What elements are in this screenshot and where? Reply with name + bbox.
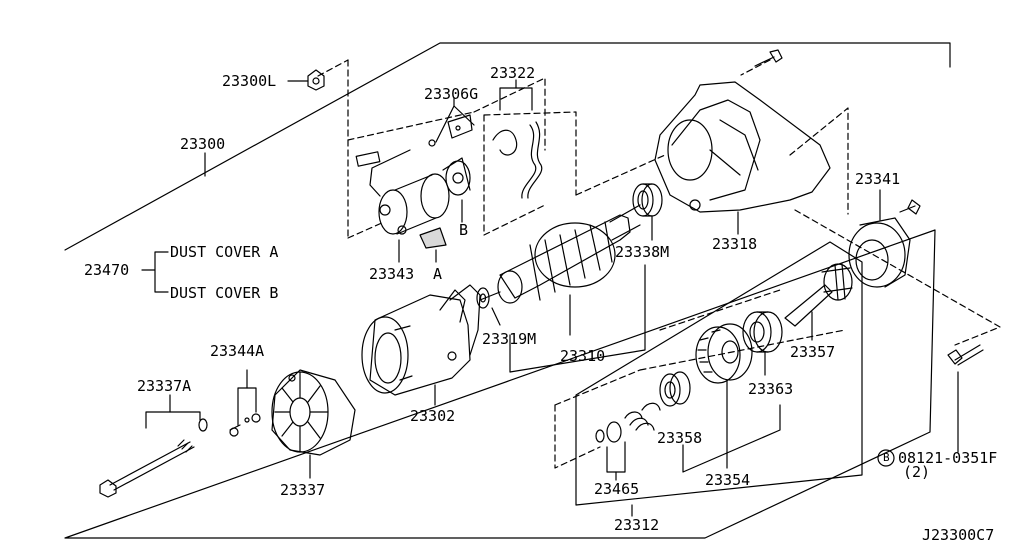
part-label-23341[interactable]: 23341 <box>855 170 901 188</box>
bolt-08121-0351F <box>947 344 984 366</box>
part-label-23322[interactable]: 23322 <box>490 64 536 82</box>
gear-23354 <box>695 323 753 384</box>
part-label-23310[interactable]: 23310 <box>560 347 606 365</box>
washer-23319M <box>476 287 490 309</box>
part-label-23338M[interactable]: 23338M <box>615 243 670 261</box>
dashed-group-23300L <box>317 59 349 239</box>
end-frame-23337 <box>271 369 356 456</box>
clutch-assembly-box-23312 <box>575 241 863 506</box>
through-bolt-23337A <box>99 418 208 498</box>
mark-b-label: B <box>459 221 469 239</box>
bolt-23300L <box>307 69 325 91</box>
yoke-23302 <box>361 284 481 396</box>
bearing-23338M <box>632 183 663 217</box>
part-label-23337A[interactable]: 23337A <box>137 377 192 395</box>
part-label-23357[interactable]: 23357 <box>790 343 836 361</box>
housing-23318 <box>654 81 831 213</box>
spring-23465 <box>595 402 661 443</box>
part-label-23337[interactable]: 23337 <box>280 481 326 499</box>
part-label-23300[interactable]: 23300 <box>180 135 226 153</box>
part-label-23306G[interactable]: 23306G <box>424 85 479 103</box>
dashed-group-23322 <box>483 111 577 236</box>
part-label-23318[interactable]: 23318 <box>712 235 758 253</box>
assembly-outline-23300 <box>64 42 951 539</box>
dust-cover-b-label[interactable]: DUST COVER B <box>170 284 279 302</box>
bolt-marker-b: B <box>883 451 890 464</box>
part-label-23319M[interactable]: 23319M <box>482 330 537 348</box>
part-label-23358[interactable]: 23358 <box>657 429 703 447</box>
screws-23344A <box>229 413 261 437</box>
part-label-23302[interactable]: 23302 <box>410 407 456 425</box>
armature-23310 <box>479 204 641 304</box>
dashed-housing-lines <box>554 59 1001 469</box>
part-label-23300L[interactable]: 23300L <box>222 72 277 90</box>
cover-23341 <box>848 199 921 288</box>
bearing-23358 <box>659 371 691 407</box>
terminal-bracket-23306G <box>428 114 473 147</box>
part-label-23343[interactable]: 23343 <box>369 265 415 283</box>
dashed-group-23343 <box>347 77 546 239</box>
part-label-23465[interactable]: 23465 <box>594 480 640 498</box>
dust-cover-a-label[interactable]: DUST COVER A <box>170 243 279 261</box>
diagram-code: J23300C7 <box>922 526 995 544</box>
housing-bolt <box>754 49 783 67</box>
part-label-23363[interactable]: 23363 <box>748 380 794 398</box>
pinion-shaft-23357 <box>784 263 853 327</box>
spring-23322 <box>492 121 543 199</box>
solenoid-23343 <box>355 149 471 249</box>
mark-a-label: A <box>433 265 443 283</box>
part-label-23344A[interactable]: 23344A <box>210 342 265 360</box>
bearing-23363 <box>742 311 783 353</box>
part-label-23470[interactable]: 23470 <box>84 261 130 279</box>
part-label-23312[interactable]: 23312 <box>614 516 660 534</box>
bolt-quantity: (2) <box>903 463 931 481</box>
part-label-23354[interactable]: 23354 <box>705 471 751 489</box>
part-label-08121-0351F[interactable]: 08121-0351F <box>898 449 998 467</box>
